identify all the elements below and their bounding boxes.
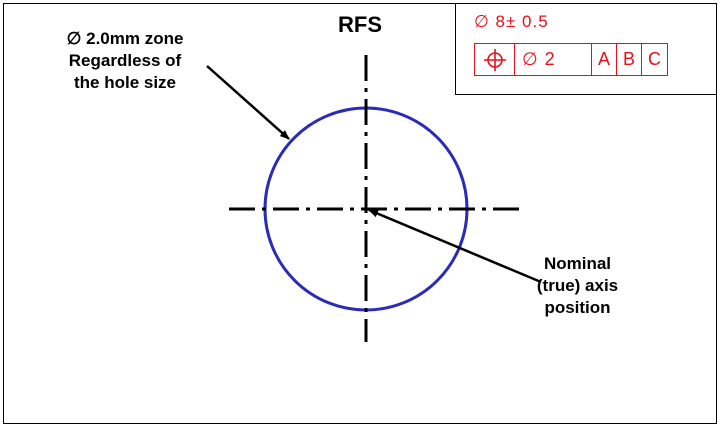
zone-label-line1: ∅ 2.0mm zone [66,29,184,48]
datum-c-cell: C [648,49,661,69]
position-symbol-icon [483,48,506,71]
callout-box [455,3,717,95]
zone-label: ∅ 2.0mm zone Regardless of the hole size [40,28,210,94]
zone-label-line2: Regardless of [68,51,182,70]
axis-label: Nominal (true) axis position [520,253,635,319]
zone-leader-arrow [206,65,290,140]
size-callout: ∅ 8± 0.5 [474,12,549,31]
diagram-title: RFS [338,12,382,37]
feature-control-frame: ∅ 2 A B C [474,43,668,76]
axis-label-line2: (true) axis [536,276,619,295]
axis-label-line1: Nominal [543,254,612,273]
diagram-frame [3,3,717,424]
axis-leader-arrow [368,208,542,284]
position-symbol-cell [475,44,515,75]
datum-a-cell: A [592,44,617,75]
axis-label-line3: position [544,298,611,317]
tolerance-cell: ∅ 2 [515,44,592,75]
datum-b-cell: B [617,44,642,75]
zone-label-line3: the hole size [73,73,177,92]
